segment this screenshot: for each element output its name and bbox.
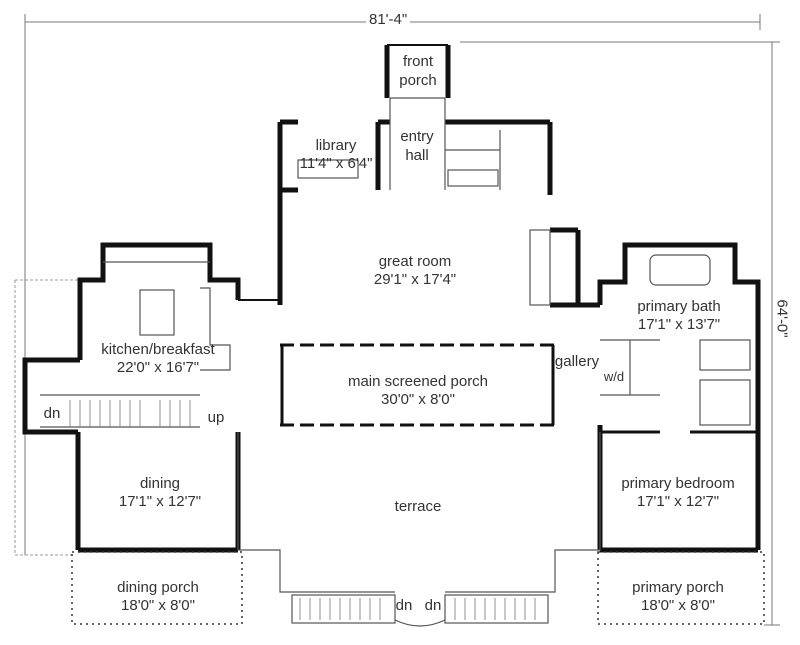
interior-lines: [40, 97, 751, 627]
primary-bath-size: 17'1" x 13'7": [637, 316, 721, 333]
wd-label: w/d: [603, 369, 625, 384]
dashed-outline: [14, 279, 80, 556]
stair-treads: [69, 400, 536, 620]
library-name: library: [315, 137, 357, 154]
front-stair-dn-left: dn: [395, 597, 413, 614]
primary-bath-name: primary bath: [637, 298, 721, 315]
stair-up-label: up: [207, 409, 225, 426]
depth-dimension: 64'-0": [773, 296, 791, 341]
width-dimension: 81'-4": [366, 11, 411, 28]
kitchen-name: kitchen/breakfast: [101, 341, 215, 358]
front-stair-dn-right: dn: [424, 597, 442, 614]
terrace-label: terrace: [394, 498, 442, 515]
dining-porch-size: 18'0" x 8'0": [121, 597, 195, 614]
great-room-size: 29'1" x 17'4": [373, 271, 457, 288]
gallery-label: gallery: [554, 353, 600, 370]
porch-railings: [71, 551, 765, 625]
primary-bedroom-name: primary bedroom: [621, 475, 735, 492]
dining-size: 17'1" x 12'7": [118, 493, 202, 510]
kitchen-size: 22'0" x 16'7": [116, 359, 200, 376]
primary-porch-size: 18'0" x 8'0": [641, 597, 715, 614]
primary-porch-name: primary porch: [632, 579, 724, 596]
primary-bedroom-size: 17'1" x 12'7": [636, 493, 720, 510]
entry-hall-label: entry hall: [400, 128, 434, 164]
screened-porch-name: main screened porch: [347, 373, 489, 390]
great-room-name: great room: [378, 253, 452, 270]
dining-porch-name: dining porch: [117, 579, 199, 596]
library-size: 11'4" x 6'4": [299, 155, 373, 172]
front-porch-label: front porch: [399, 53, 437, 89]
stair-dn-label: dn: [43, 405, 61, 422]
screened-porch-size: 30'0" x 8'0": [381, 391, 455, 408]
dining-name: dining: [139, 475, 181, 492]
